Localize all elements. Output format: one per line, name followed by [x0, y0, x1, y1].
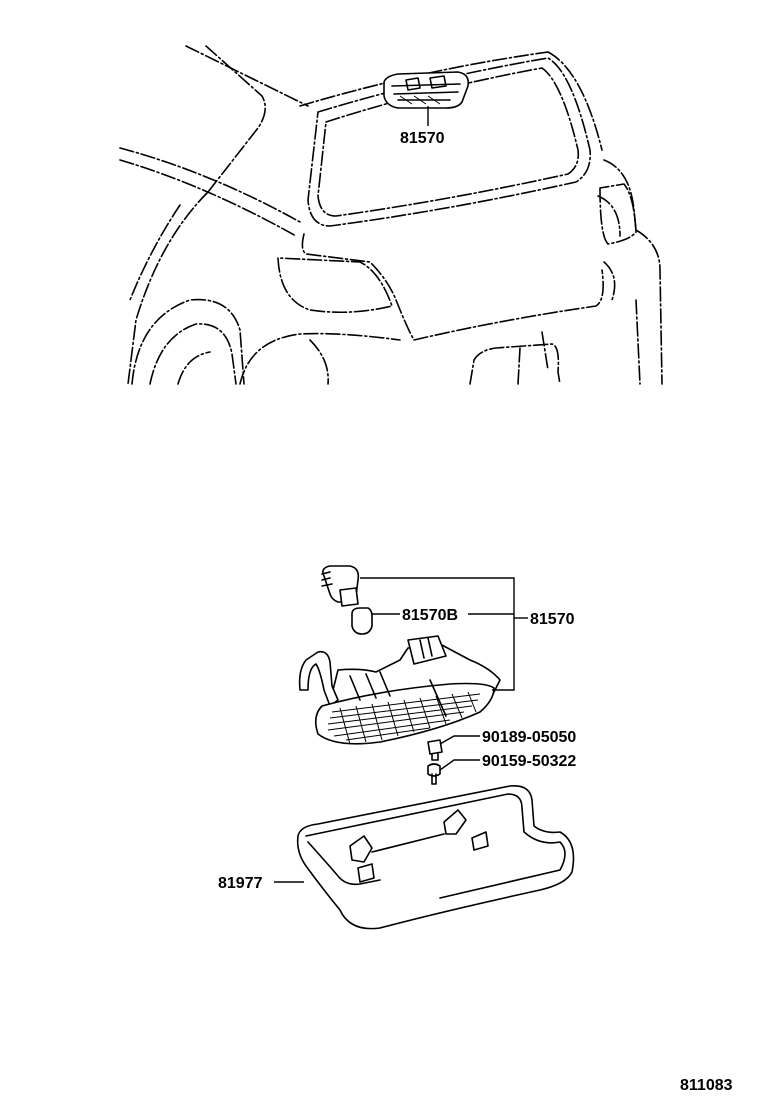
lamp-assembly-part	[298, 635, 501, 745]
label-top-81570: 81570	[400, 130, 445, 147]
exploded-lamp-view	[274, 565, 575, 930]
socket-part	[321, 565, 360, 607]
vehicle-rear-view	[119, 45, 663, 385]
leader-lines	[274, 577, 528, 883]
label-cover-81977: 81977	[218, 875, 263, 892]
screw-part	[427, 739, 443, 761]
cover-part	[296, 784, 575, 930]
nut-part	[427, 763, 441, 785]
figure-id: 811083	[680, 1077, 733, 1094]
label-bulb-81570b: 81570B	[402, 607, 458, 624]
label-nut-90159-50322: 90159-50322	[482, 753, 576, 770]
label-screw-90189-05050: 90189-05050	[482, 729, 576, 746]
label-lamp-assy-81570: 81570	[530, 611, 575, 628]
bulb-part	[351, 607, 373, 635]
